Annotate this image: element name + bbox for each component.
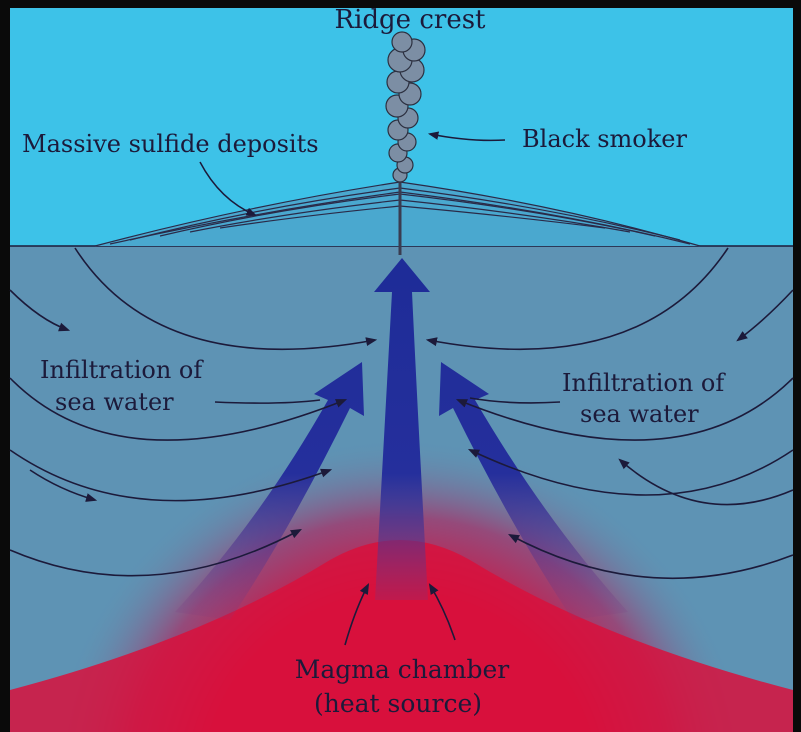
- sulfide-deposits-label: Massive sulfide deposits: [22, 130, 319, 158]
- infiltration-left-label-1: Infiltration of: [40, 356, 204, 384]
- magma-chamber-label-1: Magma chamber: [295, 655, 510, 684]
- magma-chamber-label-2: (heat source): [314, 689, 482, 718]
- black-smoker-label: Black smoker: [522, 125, 688, 153]
- infiltration-right-label-1: Infiltration of: [562, 369, 726, 397]
- infiltration-right-label-2: sea water: [580, 400, 699, 428]
- infiltration-left-label-2: sea water: [55, 388, 174, 416]
- ridge-crest-label: Ridge crest: [335, 5, 487, 35]
